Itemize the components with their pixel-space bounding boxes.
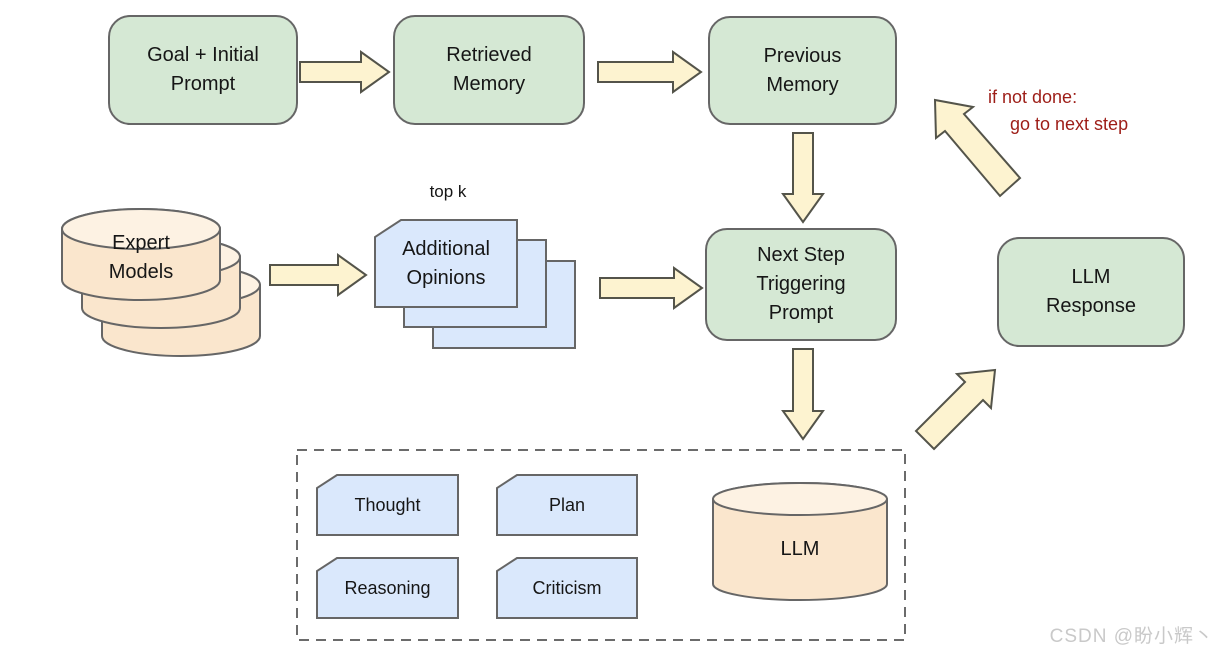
node-next-step-triggering-prompt: Next Step Triggering Prompt <box>705 228 897 341</box>
loop-condition-note: if not done: go to next step <box>988 84 1208 138</box>
arrow-next-step-to-llm <box>781 348 825 441</box>
label-plan: Plan <box>548 494 586 515</box>
label-expert-models: Expert Models <box>108 232 174 283</box>
csdn-watermark: CSDN @盼小辉丶 <box>1049 626 1214 647</box>
node-retrieved-memory: Retrieved Memory <box>393 15 585 125</box>
additional-opinions-card-stack <box>374 219 576 349</box>
arrow-goal-to-retrieved <box>299 50 391 94</box>
node-goal-initial-prompt: Goal + Initial Prompt <box>108 15 298 125</box>
cylinder-front <box>61 208 221 301</box>
card-thought <box>316 474 459 536</box>
arrow-llm-to-response <box>914 368 997 451</box>
opinion-card-front <box>374 219 518 308</box>
label-criticism: Criticism <box>532 577 602 598</box>
arrow-retrieved-to-previous <box>597 50 703 94</box>
arrow-loop-if-not-done <box>933 98 1022 198</box>
expert-models-cylinder-stack <box>61 208 261 357</box>
label-thought: Thought <box>354 494 421 515</box>
card-criticism <box>496 557 638 619</box>
label-llm: LLM <box>780 537 820 560</box>
arrow-opinions-to-next-step <box>599 266 704 310</box>
arrow-experts-to-opinions <box>269 253 368 297</box>
label-top-k: top k <box>429 181 467 201</box>
label-additional-opinions: Additional Opinions <box>402 237 490 289</box>
loop-note-line1: if not done: <box>988 87 1078 107</box>
loop-note-line2: go to next step <box>1010 114 1129 134</box>
card-plan <box>496 474 638 536</box>
node-llm-response: LLM Response <box>997 237 1185 347</box>
card-reasoning <box>316 557 459 619</box>
arrow-previous-to-next-step <box>781 132 825 224</box>
label-reasoning: Reasoning <box>344 577 431 598</box>
agent-state-dashed-box <box>296 449 906 641</box>
node-previous-memory: Previous Memory <box>708 16 897 125</box>
llm-cylinder <box>712 482 888 601</box>
